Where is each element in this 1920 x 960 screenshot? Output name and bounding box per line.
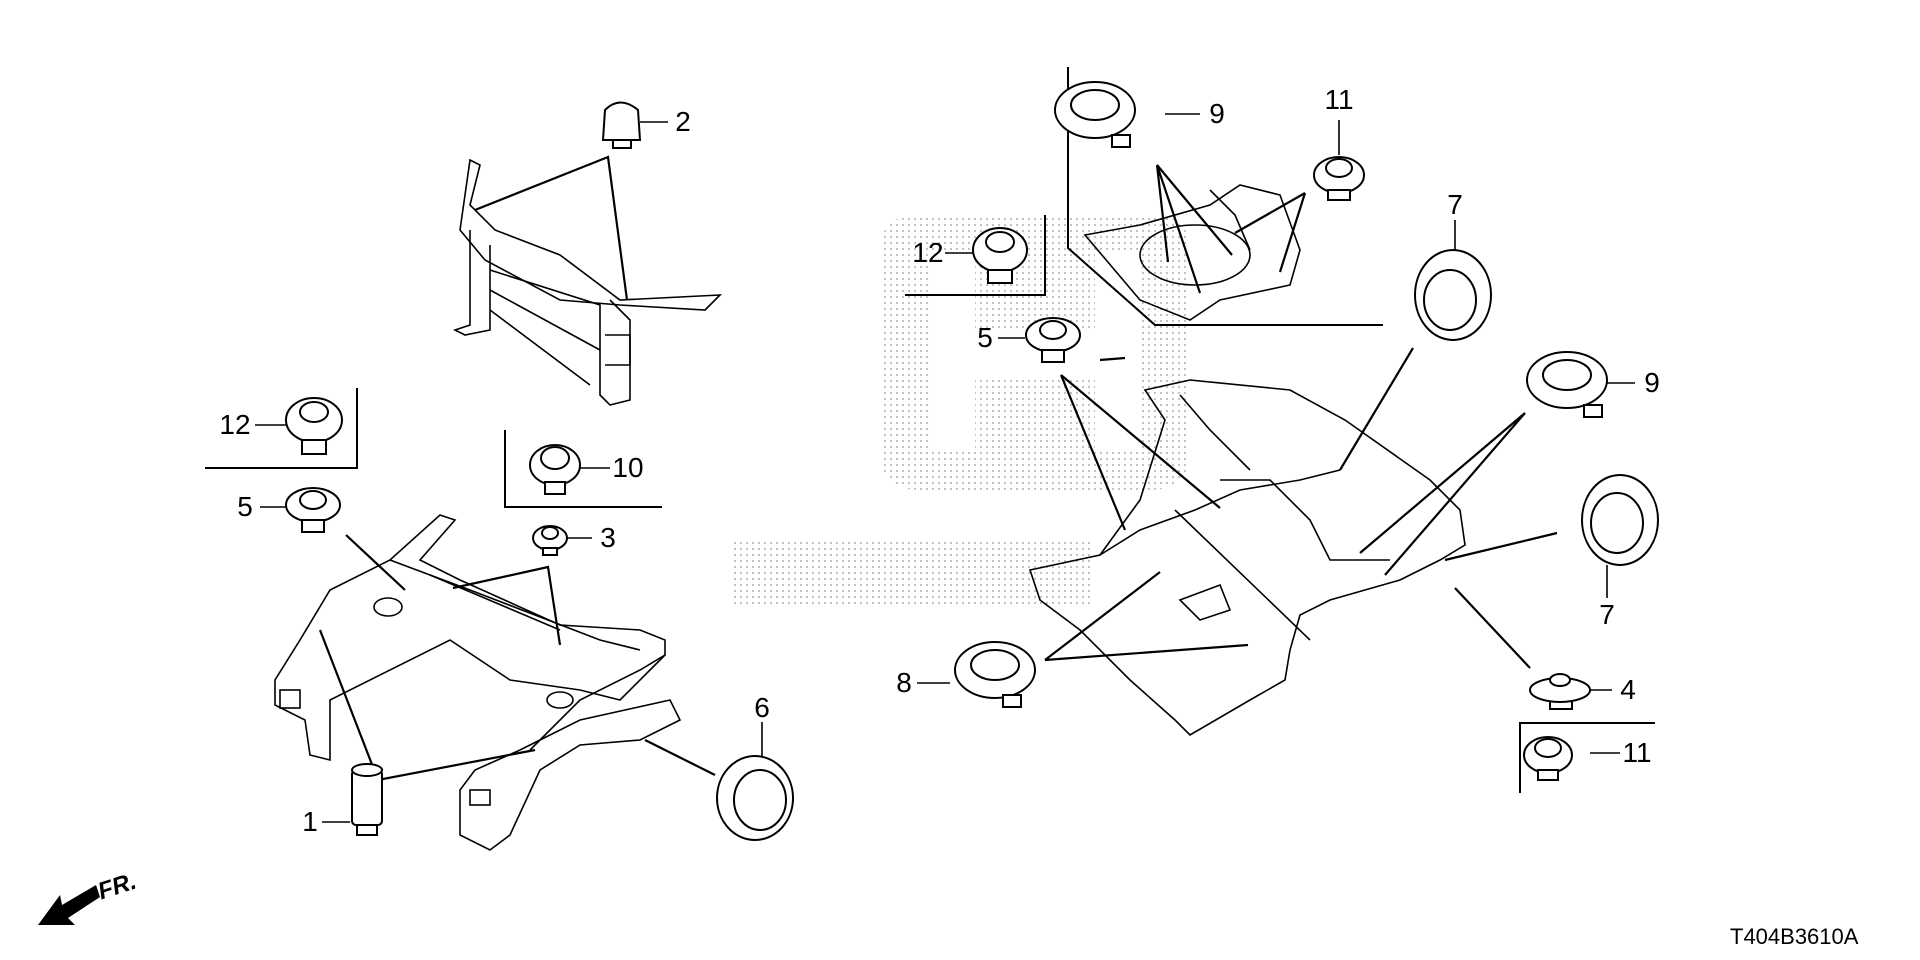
front-frame — [274, 514, 682, 851]
honda-watermark — [730, 215, 1190, 605]
part-6-grommet — [716, 755, 794, 841]
spare-tire-well — [1083, 184, 1301, 321]
rear-floor — [1028, 379, 1466, 737]
part-11-grommet-top — [1313, 156, 1365, 201]
part-7-plug-top — [1414, 249, 1492, 341]
radiator-support — [452, 158, 723, 406]
callout-9[interactable]: 9 — [1209, 98, 1225, 129]
part-2-plug — [601, 101, 642, 149]
front-direction-arrow-icon — [38, 885, 100, 925]
callout-7[interactable]: 7 — [1447, 189, 1463, 220]
bracket-10 — [504, 430, 662, 508]
callout-10[interactable]: 10 — [612, 452, 644, 483]
part-9-plug-right — [1526, 351, 1608, 418]
callout-7[interactable]: 7 — [1599, 599, 1615, 630]
part-12-grommet-right — [972, 227, 1028, 284]
part-4-grommet — [1529, 673, 1591, 710]
callout-8[interactable]: 8 — [896, 667, 912, 698]
part-8-plug — [954, 641, 1036, 708]
callout-1[interactable]: 1 — [302, 806, 318, 837]
bracket-11-bottom — [1519, 722, 1655, 793]
callout-11[interactable]: 11 — [1622, 737, 1652, 768]
part-3-grommet — [532, 525, 568, 556]
leader-lines — [318, 155, 1558, 782]
bracket-rear-floor-detail — [1067, 67, 1383, 326]
part-9-plug-top — [1054, 81, 1136, 148]
part-1-bushing — [351, 763, 383, 836]
part-7-plug-bottom — [1581, 474, 1659, 566]
callout-11[interactable]: 11 — [1324, 84, 1354, 115]
diagram-code: T404B3610A — [1730, 924, 1859, 949]
callout-4[interactable]: 4 — [1620, 674, 1636, 705]
callout-9[interactable]: 9 — [1644, 367, 1660, 398]
callout-3[interactable]: 3 — [600, 522, 616, 553]
part-10-grommet — [529, 444, 581, 495]
bracket-12-right — [905, 215, 1046, 296]
callout-12[interactable]: 12 — [219, 409, 251, 440]
callout-5[interactable]: 5 — [977, 322, 993, 353]
callout-12[interactable]: 12 — [912, 237, 944, 268]
part-5-grommet-right — [1025, 317, 1081, 363]
part-11-grommet-bottom — [1523, 736, 1573, 781]
grommet-parts — [285, 81, 1659, 841]
callout-6[interactable]: 6 — [754, 692, 770, 723]
part-5-grommet-left — [285, 487, 341, 533]
bracket-12-left — [205, 388, 358, 469]
callout-5[interactable]: 5 — [237, 491, 253, 522]
part-12-grommet-left — [285, 397, 343, 455]
callout-2[interactable]: 2 — [675, 106, 691, 137]
